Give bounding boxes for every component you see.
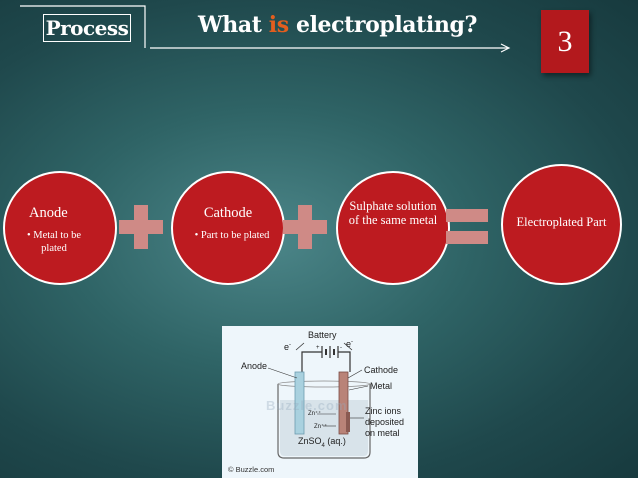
battery-icon: [321, 346, 339, 358]
header-arrow-head: [500, 43, 511, 53]
deposited-line-2: deposited: [365, 417, 405, 427]
leader-anode: [267, 367, 298, 379]
deposited-line-1: Zinc ions: [365, 406, 402, 416]
battery-minus: -: [340, 345, 342, 351]
equals-icon: [446, 209, 488, 244]
cathode-label: Cathode: [364, 365, 399, 375]
anode-title: Anode: [29, 205, 68, 221]
result-text: Electroplated Part: [516, 215, 607, 229]
solution-formula: ZnSO: [298, 436, 322, 446]
solution-circle: Sulphate solution of the same metal: [336, 171, 450, 285]
plus-icon: [119, 205, 163, 249]
cathode-title: Cathode: [203, 205, 253, 221]
anode-electrode: [294, 371, 305, 435]
slide-number: 3: [557, 24, 573, 58]
anode-label: Anode: [241, 361, 268, 371]
electron-left-sup: -: [289, 342, 292, 348]
title-suffix: electroplating?: [288, 12, 477, 38]
cathode-electrode: [338, 371, 349, 435]
plus-icon-horizontal: [119, 220, 163, 234]
title-accent: is: [268, 12, 289, 38]
credit-label: © Buzzle.com: [228, 465, 275, 474]
ion-label-1: Zn⁺⁺: [308, 411, 322, 417]
anode-bullet: • Metal to be plated: [26, 230, 82, 254]
title-prefix: What: [198, 12, 269, 38]
result-circle: Electroplated Part: [501, 164, 622, 285]
electron-arrow-right-icon: [343, 342, 353, 351]
diagram-graphic: [267, 342, 371, 459]
watermark: Buzzle.com: [266, 398, 348, 413]
plus-icon-horizontal: [283, 220, 327, 234]
deposited-label: Zinc ions deposited on metal: [365, 406, 404, 439]
metal-deposit: [346, 412, 350, 432]
leader-cathode: [347, 369, 363, 379]
battery-label: Battery: [308, 330, 337, 340]
equals-icon-top: [446, 209, 488, 222]
wire-right: [338, 351, 351, 372]
electron-arrow-left-icon: [295, 342, 305, 351]
electron-left: e: [284, 342, 290, 352]
slide-number-badge: 3: [541, 10, 589, 73]
solution-subscript: 4: [321, 442, 325, 449]
section-label: Process: [43, 14, 131, 42]
solution-label: ZnSO4 (aq.): [298, 436, 346, 451]
section-label-text: Process: [45, 16, 129, 40]
electroplating-diagram: Buzzle.com Battery e- e- + - Anode Catho…: [222, 326, 418, 478]
leader-metal: [348, 385, 369, 391]
metal-label: Metal: [370, 381, 393, 391]
cathode-bullet: • Part to be plated: [194, 230, 270, 241]
anode-circle: Anode • Metal to be plated: [3, 171, 117, 285]
electron-right-sup: -: [351, 339, 354, 345]
equals-icon-bottom: [446, 231, 488, 244]
plus-icon: [283, 205, 327, 249]
solution-text: Sulphate solution of the same metal: [348, 199, 438, 227]
deposited-line-3: on metal: [365, 428, 400, 438]
ion-label-2: Zn⁺⁺: [314, 424, 328, 430]
cathode-circle: Cathode • Part to be plated: [171, 171, 285, 285]
wire-left: [301, 351, 322, 372]
electron-right: e: [346, 339, 352, 349]
electron-label-left: e-: [284, 340, 291, 352]
page-title: What is electroplating?: [198, 12, 477, 38]
battery-plus: +: [316, 345, 320, 351]
solution-state: (aq.): [324, 436, 346, 446]
electron-label-right: e-: [346, 337, 353, 349]
